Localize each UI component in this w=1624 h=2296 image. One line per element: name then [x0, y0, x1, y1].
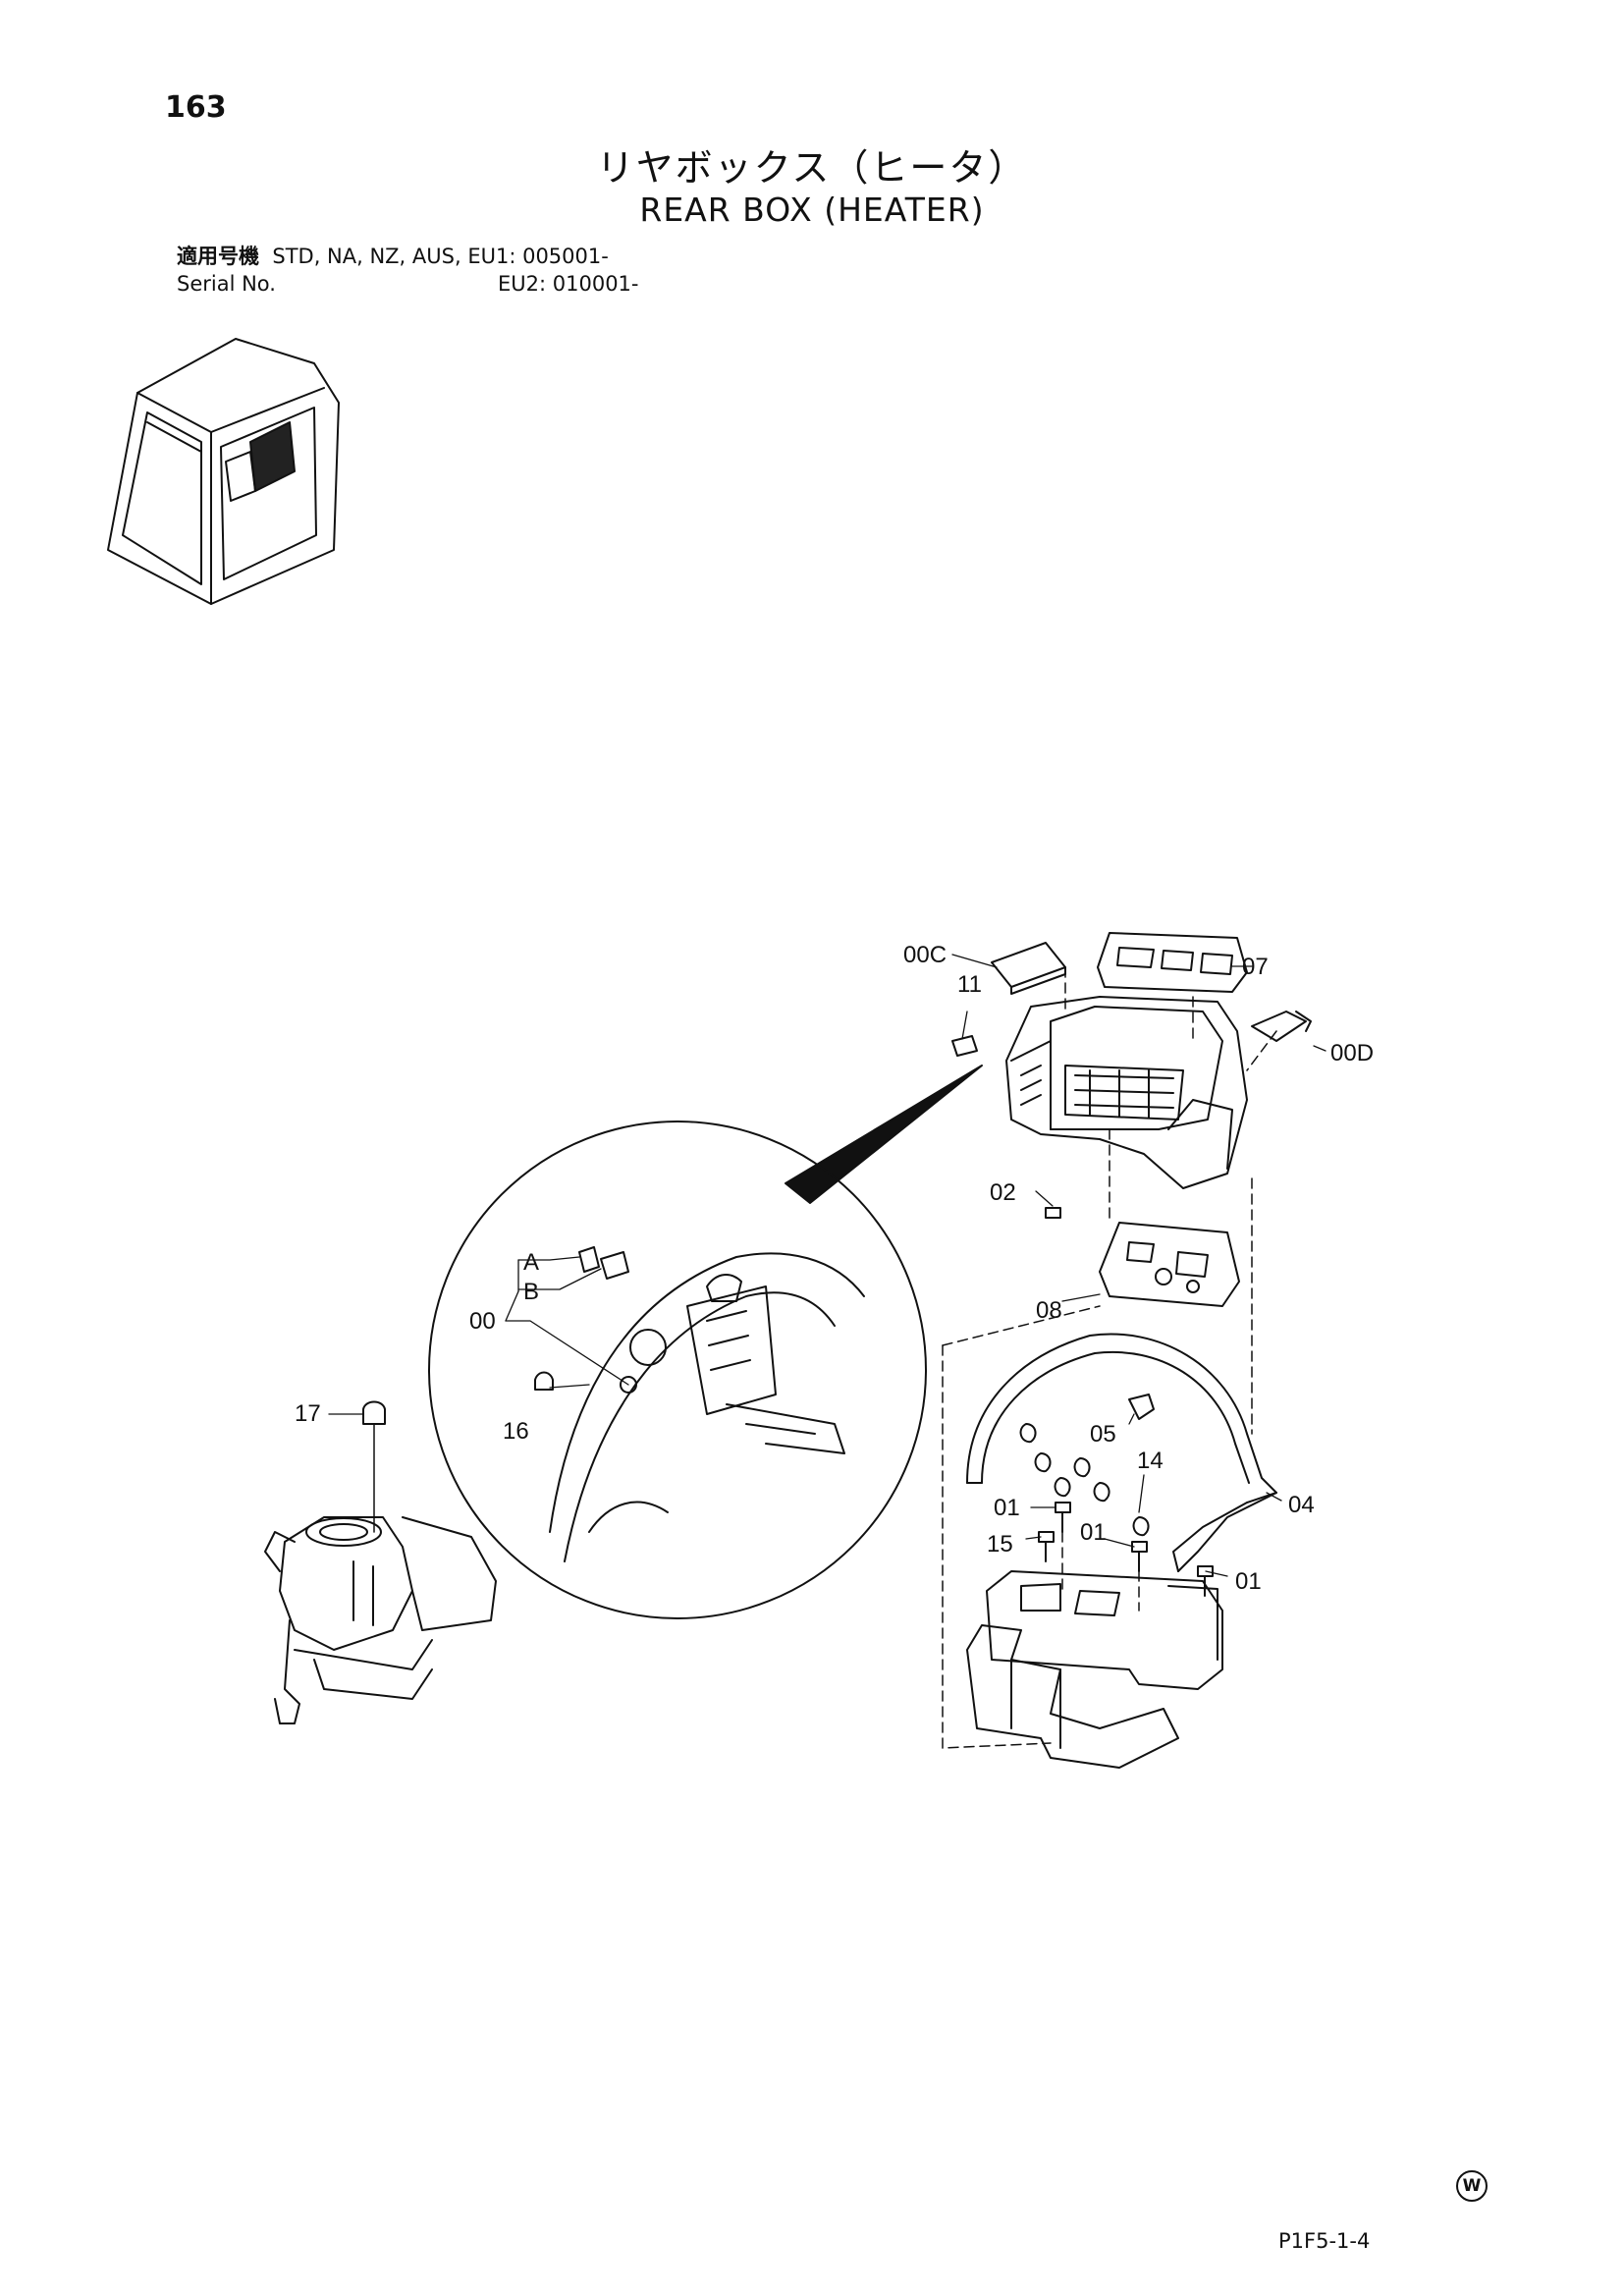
title-japanese: リヤボックス（ヒータ） [596, 146, 1028, 190]
callout-17: 17 [295, 1400, 321, 1427]
callout-00c: 00C [903, 942, 947, 968]
callout-11: 11 [957, 971, 982, 998]
callout-07: 07 [1242, 954, 1269, 980]
lower-duct [966, 1624, 1179, 1769]
callout-b: B [523, 1279, 539, 1305]
callout-02: 02 [990, 1179, 1016, 1206]
serial-label-en: Serial No. [177, 272, 276, 296]
cab-thumbnail [107, 338, 340, 605]
callout-01-right: 01 [1235, 1568, 1262, 1595]
base-plate [986, 1570, 1223, 1690]
rear-box [1005, 996, 1248, 1189]
bolts [1038, 1207, 1214, 1597]
callout-a: A [523, 1249, 539, 1276]
detail-pointer [785, 1065, 983, 1204]
callout-05: 05 [1090, 1421, 1116, 1448]
callout-14: 14 [1137, 1448, 1164, 1474]
detail-circle [428, 1121, 927, 1619]
leader-lines [328, 954, 1326, 1577]
part-17-plug [362, 1400, 386, 1425]
part-11-knob [951, 1035, 978, 1057]
part-08-bracket [1099, 1222, 1240, 1307]
serial-line-1: STD, NA, NZ, AUS, EU1: 005001- [272, 245, 609, 268]
callout-00: 00 [469, 1308, 496, 1335]
page-number: 163 [165, 90, 227, 125]
callout-15: 15 [987, 1531, 1013, 1558]
callout-01-middle: 01 [1080, 1519, 1107, 1546]
part-00d-seal [1251, 1011, 1312, 1042]
part-00c-pad [991, 942, 1066, 995]
callout-04: 04 [1288, 1492, 1315, 1518]
serial-label-ja: 適用号機 [177, 245, 259, 268]
callout-01-left: 01 [994, 1495, 1020, 1521]
footer-code: P1F5-1-4 [1278, 2229, 1371, 2253]
serial-line-2: EU2: 010001- [498, 272, 639, 296]
callout-08: 08 [1036, 1297, 1062, 1324]
part-05-pin [1128, 1394, 1155, 1420]
clips [1019, 1423, 1150, 1537]
part-07-cover [1097, 932, 1248, 993]
w-mark: W [1456, 2170, 1488, 2202]
callout-16: 16 [503, 1418, 529, 1445]
assembly-lines [942, 966, 1277, 1749]
heater-unit [264, 1516, 497, 1724]
part-04-frame [966, 1333, 1277, 1572]
title-english: REAR BOX (HEATER) [639, 191, 985, 229]
serial-block: 適用号機 STD, NA, NZ, AUS, EU1: 005001- [177, 244, 609, 269]
callout-00d: 00D [1330, 1040, 1374, 1066]
